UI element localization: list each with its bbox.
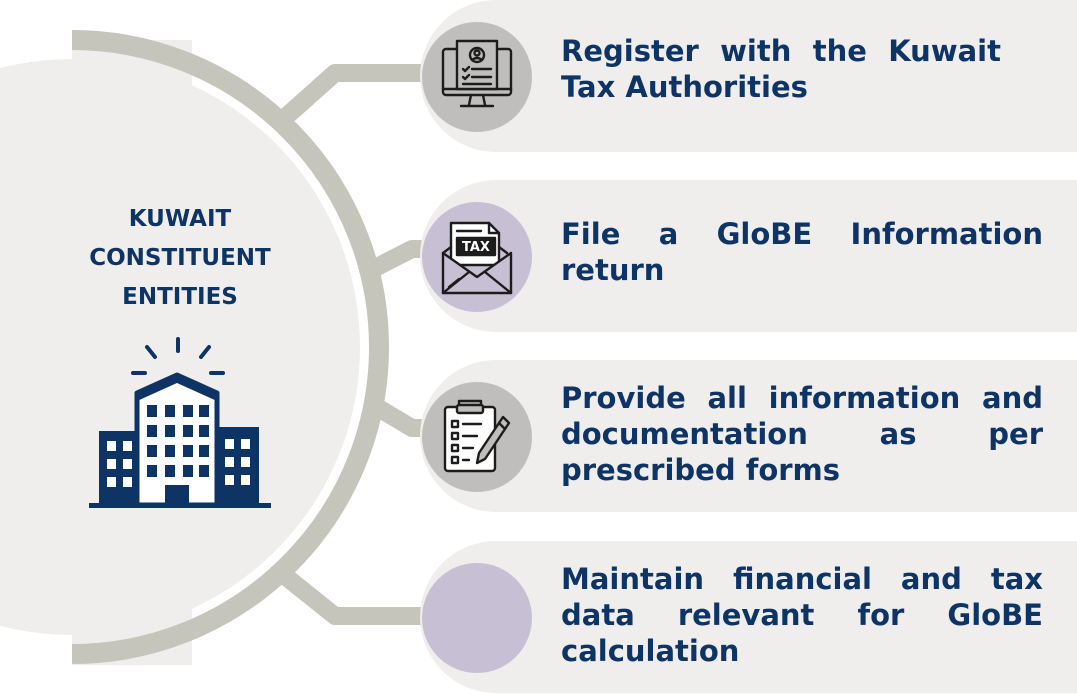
step-3: Provide all information and documentatio… <box>420 360 1077 512</box>
step-3-icon-circle <box>422 382 532 492</box>
step-2-icon-circle: TAX <box>422 202 532 312</box>
step-2: TAX File a GloBE Information return <box>420 180 1077 332</box>
clipboard-checklist-pen-icon <box>443 399 511 473</box>
step-2-text: File a GloBE Information return <box>561 217 1043 287</box>
outer-arc <box>71 30 389 664</box>
center-title-line-2: CONSTITUENT <box>89 245 271 271</box>
computer-profile-checklist-icon <box>441 39 513 108</box>
step-1: Register with the Kuwait Tax Authorities <box>420 0 1077 152</box>
step-4-icon-circle <box>422 563 532 673</box>
connector-step-4 <box>274 564 440 625</box>
tax-envelope-icon: TAX <box>441 221 513 295</box>
tax-icon-label: TAX <box>462 240 490 255</box>
center-title-line-1: KUWAIT <box>128 206 232 232</box>
center-title-line-3: ENTITIES <box>122 284 238 310</box>
step-3-text: Provide all information and documentatio… <box>561 381 1043 487</box>
step-4: Maintain financial and tax data relevant… <box>420 541 1077 693</box>
step-1-text: Register with the Kuwait Tax Authorities <box>561 34 1001 104</box>
office-building-icon <box>89 337 271 508</box>
step-4-text: Maintain financial and tax data relevant… <box>561 562 1043 668</box>
connector-step-1 <box>274 64 440 129</box>
step-1-icon-circle <box>422 22 532 132</box>
center-title: KUWAIT CONSTITUENT ENTITIES <box>60 200 300 317</box>
